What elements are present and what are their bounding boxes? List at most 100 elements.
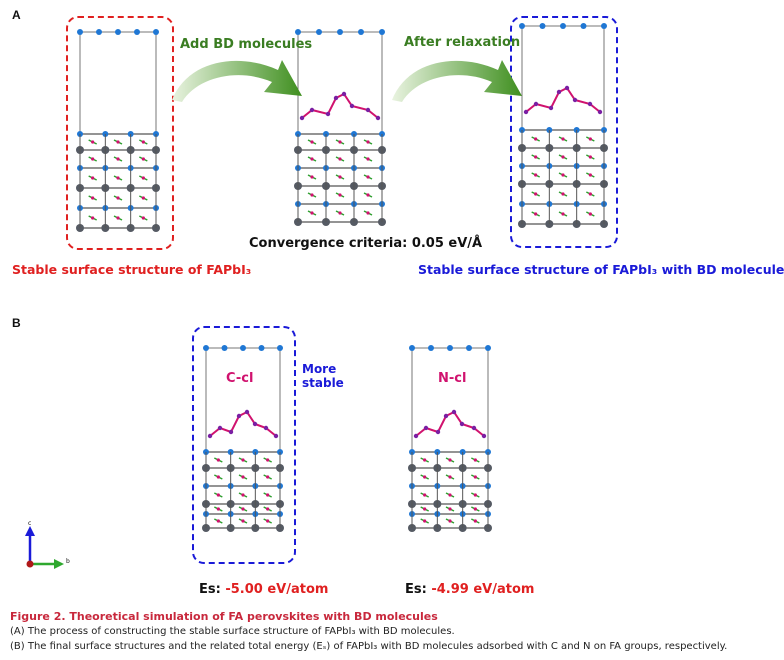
es-value-c-cl: -5.00 eV/atom xyxy=(225,582,329,597)
bd-atom xyxy=(365,107,371,113)
fa-carbon xyxy=(216,475,220,479)
iodine-atom xyxy=(153,29,159,35)
bd-atom xyxy=(533,101,539,107)
bd-atom xyxy=(341,91,347,97)
fa-carbon xyxy=(423,519,427,523)
fa-carbon xyxy=(366,157,370,161)
fa-carbon xyxy=(310,175,314,179)
iodine-atom xyxy=(277,345,283,351)
fa-carbon xyxy=(473,507,477,511)
fa-carbon xyxy=(116,176,120,180)
bd-atom xyxy=(443,413,449,419)
structure-bd-added xyxy=(294,29,386,226)
fa-carbon xyxy=(241,458,245,462)
bd-atom xyxy=(325,111,331,117)
bd-atom xyxy=(564,85,570,91)
fa-carbon xyxy=(534,212,538,216)
bd-atom xyxy=(435,429,441,435)
fa-carbon xyxy=(310,140,314,144)
fa-carbon xyxy=(116,196,120,200)
bd-atom xyxy=(423,425,429,431)
iodine-atom xyxy=(447,345,453,351)
iodine-atom xyxy=(77,29,83,35)
fa-carbon xyxy=(423,493,427,497)
axis-triad-icon xyxy=(25,526,64,569)
right-structure-frame xyxy=(510,16,618,248)
fa-carbon xyxy=(473,493,477,497)
fa-carbon xyxy=(91,157,95,161)
fa-carbon xyxy=(141,176,145,180)
fa-carbon xyxy=(91,216,95,220)
relaxation-label: After relaxation xyxy=(404,35,521,50)
iodine-atom xyxy=(316,29,322,35)
fa-carbon xyxy=(338,175,342,179)
bd-atom xyxy=(228,429,234,435)
fa-carbon xyxy=(588,212,592,216)
iodine-atom xyxy=(485,345,491,351)
figure-caption-b: (B) The final surface structures and the… xyxy=(10,641,728,652)
fa-carbon xyxy=(141,140,145,144)
fa-carbon xyxy=(448,493,452,497)
bd-molecule xyxy=(415,410,485,437)
fa-carbon xyxy=(266,519,270,523)
figure-caption-a: (A) The process of constructing the stab… xyxy=(10,626,455,637)
fa-carbon xyxy=(116,140,120,144)
panel-a-letter: A xyxy=(12,8,21,22)
c-cl-frame xyxy=(192,326,296,564)
iodine-atom xyxy=(295,29,301,35)
bd-atom xyxy=(263,425,269,431)
fa-carbon xyxy=(241,519,245,523)
caption-pristine: Stable surface structure of FAPbI₃ xyxy=(12,262,252,277)
fa-carbon xyxy=(473,458,477,462)
figure-title: Figure 2. Theoretical simulation of FA p… xyxy=(10,610,438,623)
fa-carbon xyxy=(366,211,370,215)
iodine-atom xyxy=(96,29,102,35)
iodine-atom xyxy=(203,345,209,351)
axis-c-label: c xyxy=(28,520,32,527)
fa-carbon xyxy=(561,173,565,177)
fa-carbon xyxy=(534,155,538,159)
bd-atom xyxy=(207,433,213,439)
more-stable-note: More stable xyxy=(302,362,344,390)
fa-carbon xyxy=(338,211,342,215)
bd-atom xyxy=(413,433,419,439)
relaxation-arrow-icon xyxy=(392,60,522,102)
structure-n-cl xyxy=(408,345,492,532)
fa-carbon xyxy=(423,458,427,462)
iodine-atom xyxy=(580,23,587,29)
fa-carbon xyxy=(423,507,427,511)
iodine-atom xyxy=(601,23,607,29)
iodine-atom xyxy=(466,345,472,351)
fa-carbon xyxy=(366,175,370,179)
fa-carbon xyxy=(534,137,538,141)
caption-with-bd: Stable surface structure of FAPbI₃ with … xyxy=(418,262,784,277)
fa-carbon xyxy=(116,216,120,220)
iodine-atom xyxy=(134,29,140,35)
fa-carbon xyxy=(116,157,120,161)
fa-carbon xyxy=(216,493,220,497)
add-bd-label: Add BD molecules xyxy=(180,37,313,52)
bd-molecule xyxy=(525,86,601,113)
fa-carbon xyxy=(366,140,370,144)
structure-relaxed xyxy=(518,23,608,228)
more-line: More xyxy=(302,362,337,376)
fa-carbon xyxy=(561,137,565,141)
fa-carbon xyxy=(241,507,245,511)
energy-n-cl: Es: -4.99 eV/atom xyxy=(405,582,534,597)
fa-carbon xyxy=(588,137,592,141)
fa-carbon xyxy=(423,475,427,479)
fa-carbon xyxy=(338,140,342,144)
fa-carbon xyxy=(448,458,452,462)
bd-atom xyxy=(587,101,593,107)
bd-molecule xyxy=(209,410,277,437)
fa-carbon xyxy=(473,519,477,523)
fa-carbon xyxy=(216,458,220,462)
fa-carbon xyxy=(473,475,477,479)
fa-carbon xyxy=(91,140,95,144)
bd-atom xyxy=(471,425,477,431)
fa-carbon xyxy=(561,212,565,216)
add-bd-arrow-icon xyxy=(172,60,302,102)
fa-carbon xyxy=(266,475,270,479)
panel-b-letter: B xyxy=(12,316,21,330)
energy-c-cl: Es: -5.00 eV/atom xyxy=(199,582,328,597)
